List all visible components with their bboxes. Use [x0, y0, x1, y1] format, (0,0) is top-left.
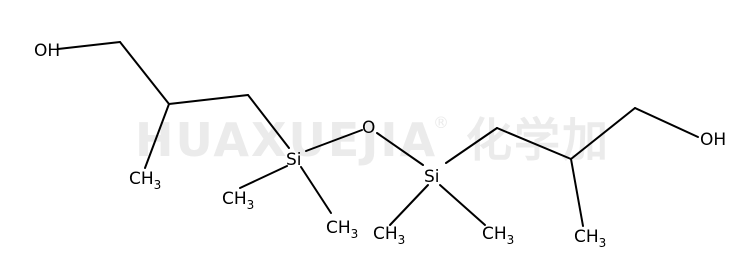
atom-si-right-methyl-1-main: CH	[373, 224, 398, 244]
atom-si-right-methyl-1-sub: 3	[398, 233, 406, 247]
atom-labels: OH CH3 Si O Si CH3 CH3 CH3 CH3 CH3 OH	[34, 41, 726, 250]
watermark: HUAXUEJIA ® 化学加	[135, 113, 610, 167]
atom-ch3-left: CH3	[129, 169, 161, 192]
bond-si-right-methyl-1	[389, 184, 429, 226]
bond-c2-c3-left	[168, 94, 249, 105]
bonds	[57, 41, 699, 227]
atom-si-left-methyl-1-main: CH	[222, 189, 247, 209]
bond-si-right-methyl-2	[439, 184, 486, 226]
atom-o-bridge: O	[362, 118, 375, 138]
atom-si-right-methyl-1: CH3	[373, 224, 405, 247]
bond-si-right-c3	[445, 127, 498, 164]
bond-si-left-methyl-2	[300, 166, 332, 214]
atom-ch3-right-sub: 3	[599, 236, 607, 250]
atom-si-right-methyl-2-main: CH	[482, 224, 507, 244]
atom-oh-left: OH	[34, 41, 60, 61]
atom-oh-right: OH	[700, 130, 726, 150]
atom-si-right: Si	[424, 167, 440, 187]
bond-si-left-o	[305, 129, 363, 152]
bond-c1-c2-left	[119, 41, 170, 105]
atom-si-left-methyl-2-main: CH	[326, 218, 351, 238]
atom-si-left: Si	[286, 150, 302, 170]
atom-si-left-methyl-1-sub: 3	[247, 198, 255, 212]
watermark-registered-mark: ®	[433, 113, 449, 132]
bond-c3-c2-right	[496, 127, 572, 160]
bond-c2-methyl-left	[144, 103, 170, 169]
atom-ch3-left-sub: 3	[154, 178, 162, 192]
bond-c1-oh-right	[634, 107, 699, 138]
atom-ch3-left-main: CH	[129, 169, 154, 189]
watermark-cjk-text: 化学加	[466, 113, 610, 167]
atom-si-left-methyl-2-sub: 3	[351, 227, 359, 241]
bond-o-si-right	[376, 132, 424, 166]
atom-ch3-right: CH3	[574, 227, 606, 250]
bond-c3-si-left	[247, 94, 290, 149]
atom-ch3-right-main: CH	[574, 227, 599, 247]
atom-si-left-methyl-1: CH3	[222, 189, 254, 212]
bond-si-left-methyl-1	[239, 165, 288, 189]
bond-c2-c1-right	[570, 107, 636, 160]
atom-si-left-methyl-2: CH3	[326, 218, 358, 241]
bond-oh-c1-left	[57, 41, 121, 50]
atom-si-right-methyl-2: CH3	[482, 224, 514, 247]
bond-c2-methyl-right	[570, 158, 584, 227]
atom-si-right-methyl-2-sub: 3	[507, 233, 515, 247]
watermark-text: HUAXUEJIA	[135, 113, 437, 167]
